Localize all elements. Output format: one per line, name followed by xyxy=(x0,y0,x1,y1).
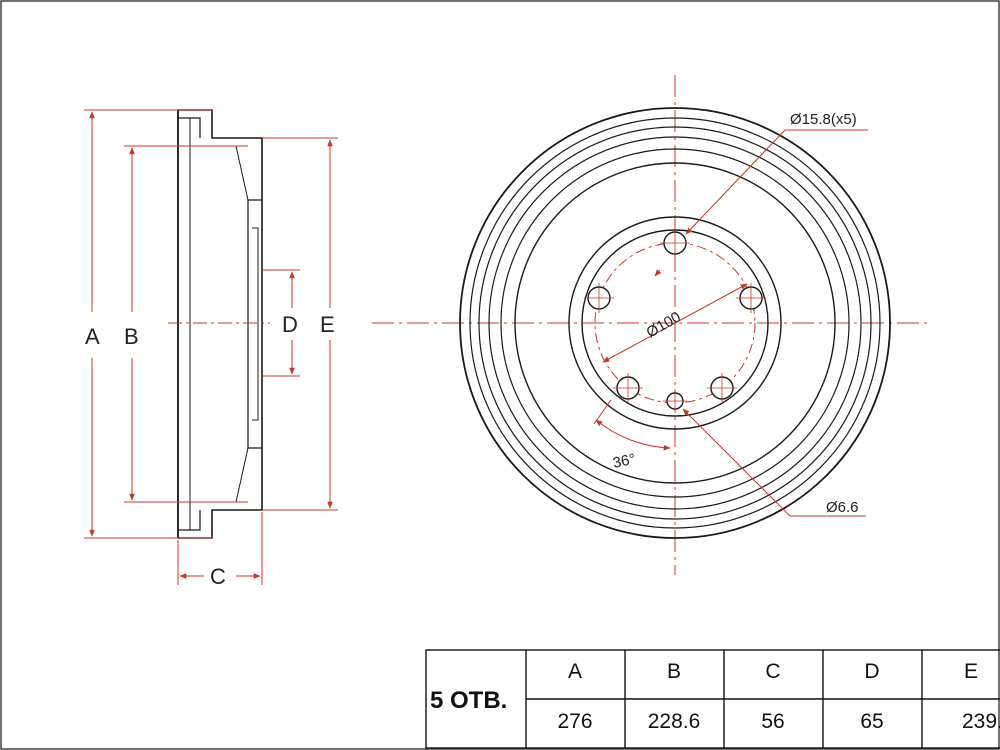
spec-value-a: 276 xyxy=(557,710,592,733)
stud-hole-label: Ø15.8(x5) xyxy=(790,111,857,128)
holes-count-label: 5 OTB. xyxy=(430,687,507,714)
pcd-dimension-line xyxy=(602,283,748,363)
spec-value-c: 56 xyxy=(761,710,784,733)
drum-ring-4 xyxy=(500,148,850,498)
dim-label-a: A xyxy=(85,324,100,349)
side-dimensions xyxy=(84,109,338,585)
hub-taper-bottom xyxy=(235,447,249,503)
angle-arc xyxy=(595,419,671,451)
drum-ring-3 xyxy=(488,136,862,510)
drum-ring-1 xyxy=(469,117,881,529)
pilot-hole-leader xyxy=(682,408,866,517)
dim-label-c: C xyxy=(210,564,226,589)
spec-header-b: B xyxy=(667,660,681,683)
spec-header-e: E xyxy=(964,660,978,683)
spec-table: 5 OTB. A B C D E 276 228.6 56 65 239.4 xyxy=(425,649,1000,749)
hub-outline xyxy=(247,199,262,449)
stud-hole-leader xyxy=(685,129,868,235)
pilot-hole-label: Ø6.6 xyxy=(826,499,859,516)
flange-bottom xyxy=(178,510,201,531)
pcd-label: Ø100 xyxy=(644,308,684,341)
spec-header-d: D xyxy=(864,660,879,683)
flange-top xyxy=(178,117,201,138)
hub-taper-top xyxy=(235,145,249,201)
spec-value-b: 228.6 xyxy=(648,710,701,733)
spec-value-e: 239.4 xyxy=(962,710,1000,733)
spec-header-c: C xyxy=(765,660,780,683)
pcd-circle xyxy=(594,242,756,404)
dim-label-b: B xyxy=(124,324,139,349)
hub-face-outer xyxy=(568,216,782,430)
side-view xyxy=(177,109,263,539)
angle-label: 36° xyxy=(611,451,637,472)
drum-ring-2 xyxy=(478,126,872,520)
drum-outer-edge xyxy=(459,107,891,539)
drum-shell xyxy=(177,109,263,539)
drum-ring-5 xyxy=(514,162,836,484)
spec-value-d: 65 xyxy=(860,710,883,733)
dim-label-d: D xyxy=(282,312,298,337)
front-view: Ø15.8(x5) Ø100 36° Ø6.6 xyxy=(372,75,928,575)
dim-label-e: E xyxy=(320,312,335,337)
spec-header-a: A xyxy=(568,660,582,683)
hub-bore xyxy=(252,227,259,421)
